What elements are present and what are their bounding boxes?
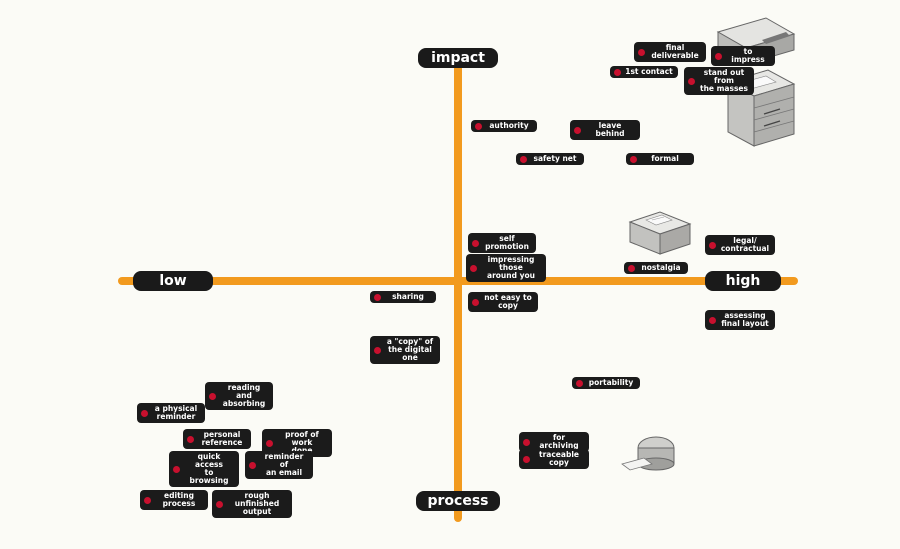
item-portability: portability xyxy=(572,377,640,389)
bullet-dot-icon xyxy=(472,298,479,306)
bullet-dot-icon xyxy=(266,439,273,447)
bullet-dot-icon xyxy=(187,435,194,443)
item-label: reading and absorbing xyxy=(222,383,266,408)
item-assessing: assessing final layout xyxy=(705,310,775,330)
bullet-dot-icon xyxy=(576,379,583,387)
item-copy-of-digital: a "copy" of the digital one xyxy=(370,336,440,364)
item-label: impressing those around you xyxy=(487,255,535,280)
item-label: to impress xyxy=(731,47,765,64)
item-for-archiving: for archiving xyxy=(519,432,589,452)
item-label: quick access to browsing xyxy=(189,452,229,485)
item-label: legal/ contractual xyxy=(720,236,770,253)
item-editing: editing process xyxy=(140,490,208,510)
item-label: authority xyxy=(489,121,529,130)
item-1st-contact: 1st contact xyxy=(610,66,678,78)
item-not-easy-to-copy: not easy to copy xyxy=(468,292,538,312)
production-printer-icon xyxy=(716,17,796,147)
vertical-axis xyxy=(454,50,462,522)
item-rough-output: rough unfinished output xyxy=(212,490,292,518)
bullet-dot-icon xyxy=(209,392,216,400)
item-reminder-email: reminder of an email xyxy=(245,451,313,479)
bullet-dot-icon xyxy=(144,496,151,504)
item-final-deliverable: final deliverable xyxy=(634,42,706,62)
bullet-dot-icon xyxy=(715,52,722,60)
item-safety-net: safety net xyxy=(516,153,584,165)
item-label: portability xyxy=(588,378,634,387)
bullet-dot-icon xyxy=(520,155,527,163)
bullet-dot-icon xyxy=(475,122,482,130)
item-nostalgia: nostalgia xyxy=(624,262,688,274)
bullet-dot-icon xyxy=(470,264,477,272)
item-traceable: traceable copy xyxy=(519,449,589,469)
item-label: a physical reminder xyxy=(154,404,198,421)
item-impressing: impressing those around you xyxy=(466,254,546,282)
item-quick-access: quick access to browsing xyxy=(169,451,239,487)
item-physical-reminder: a physical reminder xyxy=(137,403,205,423)
bullet-dot-icon xyxy=(374,293,381,301)
item-label: not easy to copy xyxy=(484,293,532,310)
horizontal-axis xyxy=(118,277,798,285)
item-sharing: sharing xyxy=(370,291,436,303)
bullet-dot-icon xyxy=(523,455,530,463)
bullet-dot-icon xyxy=(141,409,148,417)
bullet-dot-icon xyxy=(574,126,581,134)
bullet-dot-icon xyxy=(688,77,695,85)
inkjet-printer-icon xyxy=(621,436,675,471)
item-personal-reference: personal reference xyxy=(183,429,251,449)
axis-label-impact: impact xyxy=(418,48,498,68)
item-label: formal xyxy=(651,154,679,163)
bullet-dot-icon xyxy=(216,500,223,508)
bullet-dot-icon xyxy=(173,465,180,473)
item-label: editing process xyxy=(162,491,196,508)
item-label: 1st contact xyxy=(625,67,673,76)
item-label: self promotion xyxy=(485,234,529,251)
item-label: leave behind xyxy=(595,121,625,138)
bullet-dot-icon xyxy=(614,68,621,76)
bullet-dot-icon xyxy=(523,438,530,446)
item-leave-behind: leave behind xyxy=(570,120,640,140)
item-label: sharing xyxy=(392,292,424,301)
bullet-dot-icon xyxy=(374,346,381,354)
item-label: reminder of an email xyxy=(264,452,304,477)
item-label: final deliverable xyxy=(651,43,699,60)
item-label: for archiving xyxy=(539,433,579,450)
bullet-dot-icon xyxy=(630,155,637,163)
item-label: a "copy" of the digital one xyxy=(386,337,434,362)
item-authority: authority xyxy=(471,120,537,132)
laser-printer-icon xyxy=(628,211,692,255)
item-stand-out: stand out from the masses xyxy=(684,67,754,95)
bullet-dot-icon xyxy=(628,264,635,272)
item-reading: reading and absorbing xyxy=(205,382,273,410)
item-label: stand out from the masses xyxy=(700,68,748,93)
item-self-promotion: self promotion xyxy=(468,233,536,253)
bullet-dot-icon xyxy=(472,239,479,247)
bullet-dot-icon xyxy=(709,316,716,324)
item-label: rough unfinished output xyxy=(234,491,280,516)
item-formal: formal xyxy=(626,153,694,165)
bullet-dot-icon xyxy=(709,241,716,249)
item-to-impress: to impress xyxy=(711,46,775,66)
axis-label-low: low xyxy=(133,271,213,291)
item-label: safety net xyxy=(533,154,577,163)
axis-label-high: high xyxy=(705,271,781,291)
bullet-dot-icon xyxy=(249,461,256,469)
item-label: proof of work done xyxy=(285,430,319,455)
item-legal: legal/ contractual xyxy=(705,235,775,255)
item-label: traceable copy xyxy=(539,450,579,467)
bullet-dot-icon xyxy=(638,48,645,56)
item-label: assessing final layout xyxy=(721,311,769,328)
item-label: nostalgia xyxy=(641,263,681,272)
axis-label-process: process xyxy=(416,491,500,511)
item-label: personal reference xyxy=(201,430,243,447)
